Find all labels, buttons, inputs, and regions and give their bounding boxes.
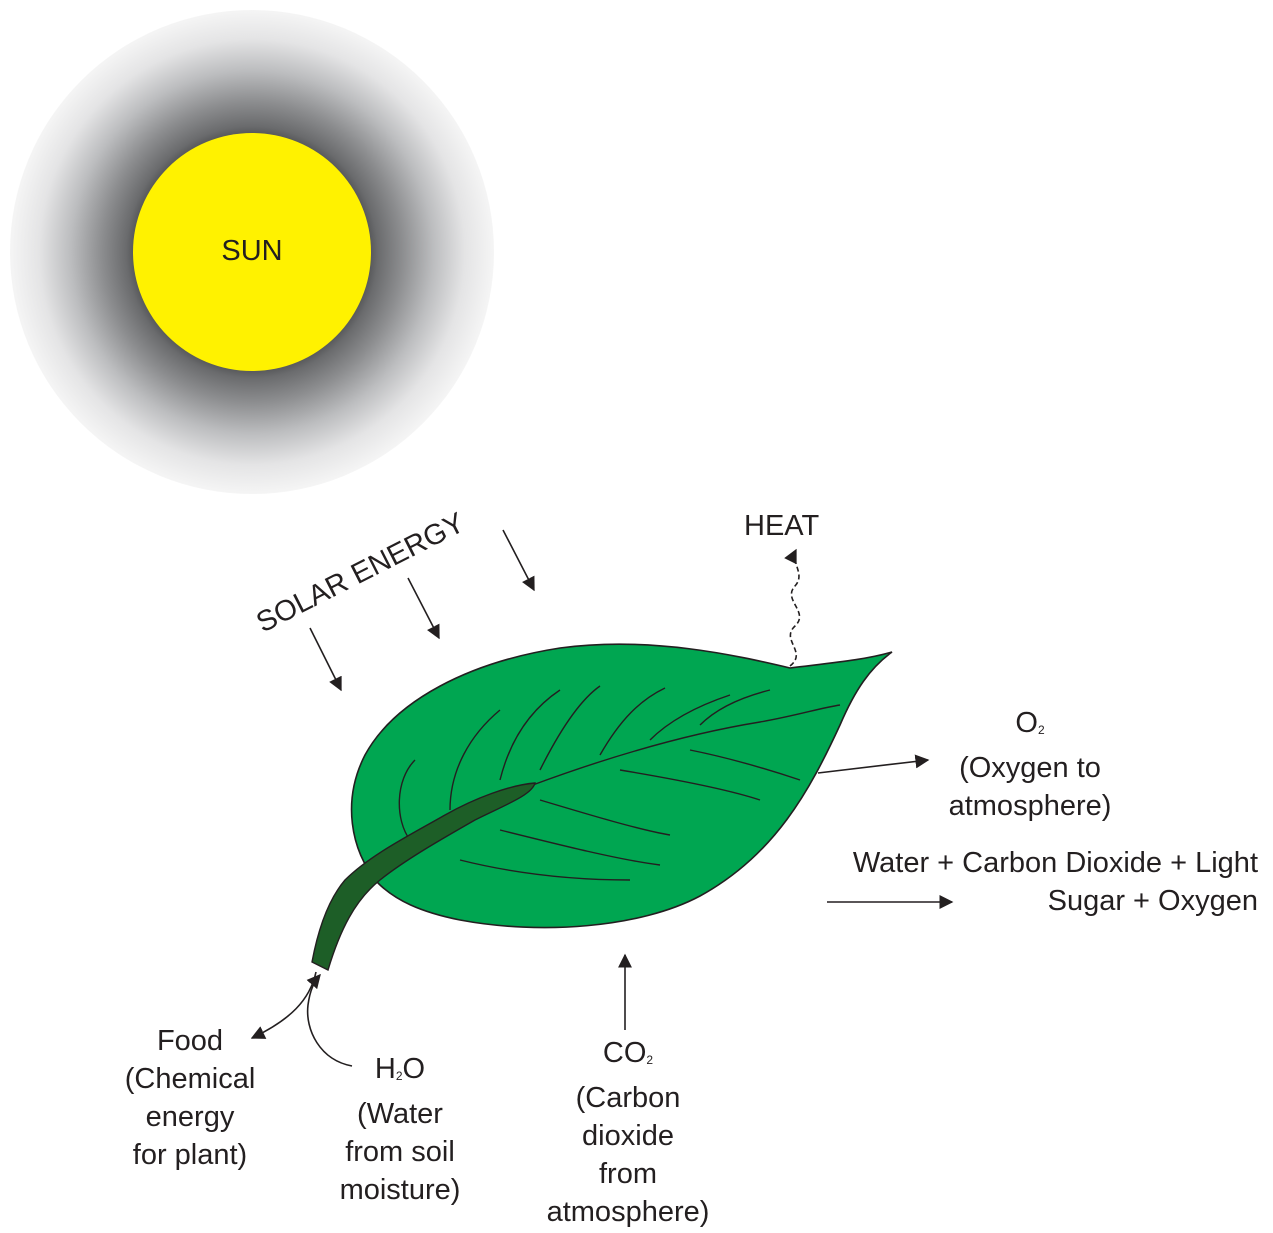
water-line1: (Water	[310, 1095, 490, 1133]
co2-label: CO2 (Carbon dioxide from atmosphere)	[528, 1034, 728, 1231]
food-line3: energy	[100, 1098, 280, 1136]
water-formula-b: O	[403, 1053, 426, 1085]
food-line4: for plant)	[100, 1136, 280, 1174]
sun-label: SUN	[192, 232, 312, 270]
solar-arrow-2	[408, 578, 439, 638]
co2-line3: from	[528, 1155, 728, 1193]
equation-label: Water + Carbon Dioxide + Light Sugar + O…	[760, 844, 1258, 920]
heat-label: HEAT	[744, 507, 819, 545]
co2-line4: atmosphere)	[528, 1193, 728, 1231]
co2-formula-sub: 2	[646, 1053, 653, 1067]
heat-arrow	[790, 550, 800, 666]
water-line3: moisture)	[310, 1171, 490, 1209]
water-formula-sub: 2	[396, 1069, 403, 1083]
food-line1: Food	[100, 1022, 280, 1060]
co2-line2: dioxide	[528, 1117, 728, 1155]
water-formula-a: H	[375, 1053, 396, 1085]
equation-line1: Water + Carbon Dioxide + Light	[760, 844, 1258, 882]
equation-line2: Sugar + Oxygen	[760, 882, 1258, 920]
solar-arrow-3	[503, 530, 534, 590]
co2-line1: (Carbon	[528, 1079, 728, 1117]
water-line2: from soil	[310, 1133, 490, 1171]
oxygen-formula-sub: 2	[1038, 723, 1045, 737]
food-line2: (Chemical	[100, 1060, 280, 1098]
oxygen-arrow	[818, 760, 928, 773]
oxygen-label: O2 (Oxygen to atmosphere)	[940, 704, 1120, 825]
oxygen-line2: atmosphere)	[940, 787, 1120, 825]
oxygen-formula-main: O	[1015, 707, 1038, 739]
water-label: H2O (Water from soil moisture)	[310, 1050, 490, 1209]
solar-arrow-1	[310, 628, 341, 690]
oxygen-line1: (Oxygen to	[940, 749, 1120, 787]
co2-formula-main: CO	[603, 1037, 647, 1069]
food-label: Food (Chemical energy for plant)	[100, 1022, 280, 1174]
